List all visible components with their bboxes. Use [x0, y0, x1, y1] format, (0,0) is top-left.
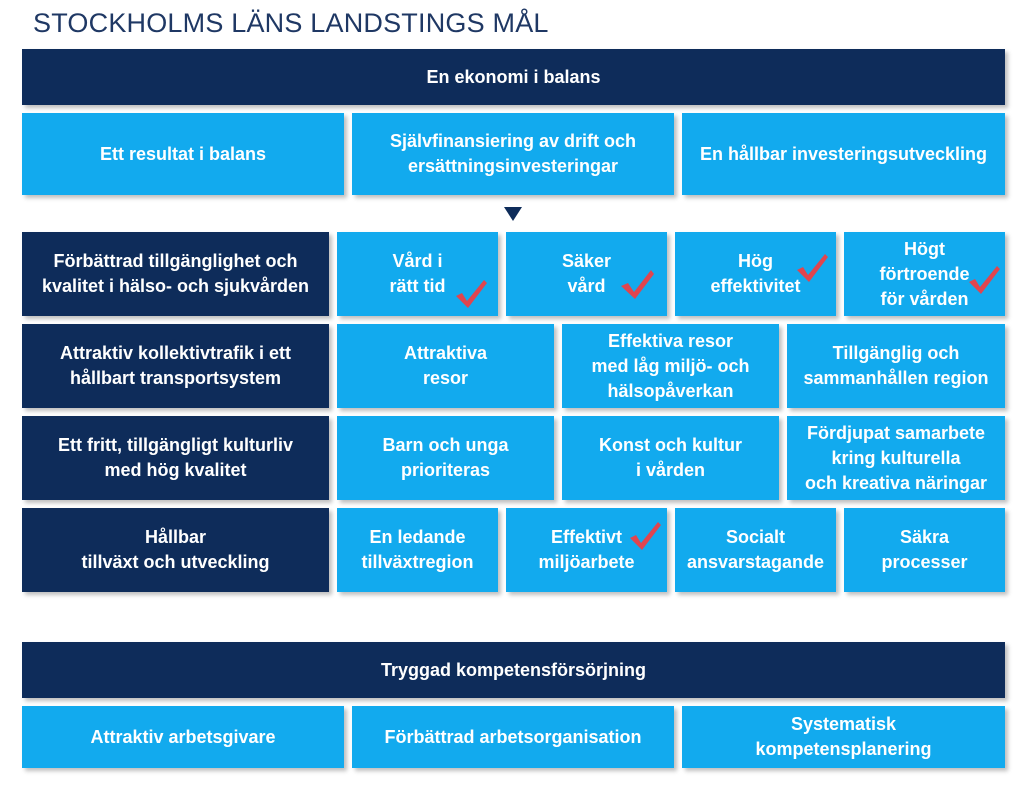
goal-item-attractive-travel: Attraktiva resor	[337, 324, 554, 408]
goal-item-high-efficiency: Hög effektivitet	[675, 232, 836, 316]
checkmark-icon	[630, 522, 661, 550]
goal-item-safe-processes: Säkra processer	[844, 508, 1005, 592]
economy-item-result: Ett resultat i balans	[22, 113, 344, 195]
goal-item-art-in-care: Konst och kultur i vården	[562, 416, 779, 500]
goal-item-creative-industries: Fördjupat samarbete kring kulturella och…	[787, 416, 1005, 500]
goal-label-healthcare: Förbättrad tillgänglighet och kvalitet i…	[22, 232, 329, 316]
goal-item-safe-care: Säker vård	[506, 232, 667, 316]
checkmark-icon	[621, 270, 654, 299]
checkmark-icon	[969, 266, 1000, 294]
checkmark-icon	[797, 254, 828, 282]
competence-item-planning: Systematisk kompetensplanering	[682, 706, 1005, 768]
economy-item-investment: En hållbar investeringsutveckling	[682, 113, 1005, 195]
economy-header: En ekonomi i balans	[22, 49, 1005, 105]
goal-item-environment-work: Effektivt miljöarbete	[506, 508, 667, 592]
goal-label-growth: Hållbar tillväxt och utveckling	[22, 508, 329, 592]
goal-item-social-responsibility: Socialt ansvarstagande	[675, 508, 836, 592]
competence-item-employer: Attraktiv arbetsgivare	[22, 706, 344, 768]
goal-item-high-trust: Högt förtroende för vården	[844, 232, 1005, 316]
goal-item-accessible-region: Tillgänglig och sammanhållen region	[787, 324, 1005, 408]
goal-item-efficient-travel: Effektiva resor med låg miljö- och hälso…	[562, 324, 779, 408]
goal-item-growth-region: En ledande tillväxtregion	[337, 508, 498, 592]
economy-item-self-financing: Självfinansiering av drift och ersättnin…	[352, 113, 674, 195]
competence-header: Tryggad kompetensförsörjning	[22, 642, 1005, 698]
checkmark-icon	[456, 280, 487, 308]
goal-label-culture: Ett fritt, tillgängligt kulturliv med hö…	[22, 416, 329, 500]
page-title: STOCKHOLMS LÄNS LANDSTINGS MÅL	[33, 8, 549, 38]
goal-label-transport: Attraktiv kollektivtrafik i ett hållbart…	[22, 324, 329, 408]
down-arrow-icon	[504, 207, 522, 221]
goal-item-children-youth: Barn och unga prioriteras	[337, 416, 554, 500]
competence-item-organisation: Förbättrad arbetsorganisation	[352, 706, 674, 768]
goal-item-care-in-time: Vård i rätt tid	[337, 232, 498, 316]
